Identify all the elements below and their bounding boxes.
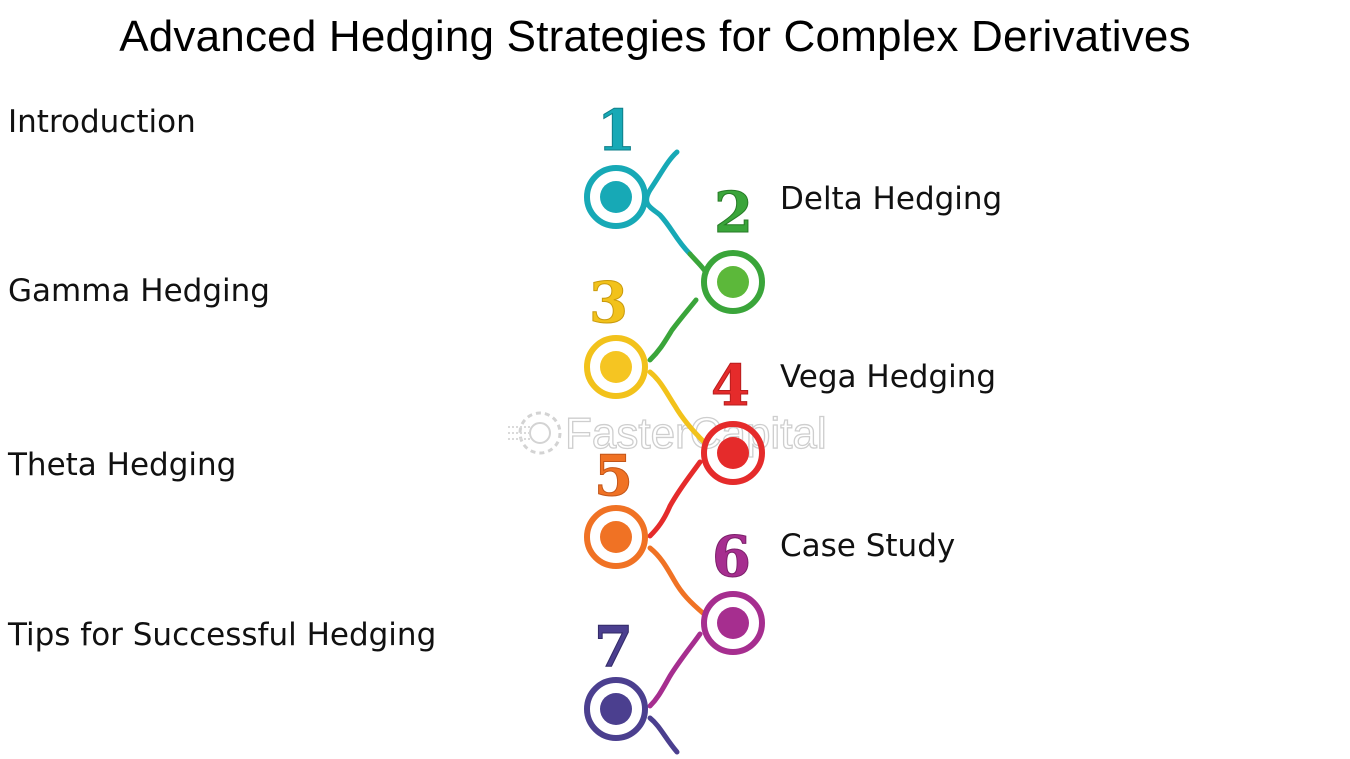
connector-2-3	[647, 297, 699, 363]
connector-6-7	[647, 631, 703, 709]
step-label-vega-hedging: Vega Hedging	[780, 359, 997, 395]
watermark: FasterCapital	[508, 408, 827, 459]
connector-4-5	[647, 459, 703, 539]
step-label-case-study: Case Study	[780, 528, 956, 564]
step-label-theta-hedging: Theta Hedging	[8, 447, 237, 483]
step-number-2: 2	[714, 180, 753, 246]
step-node-5: 5	[584, 443, 648, 569]
step-label-delta-hedging: Delta Hedging	[780, 181, 1003, 217]
connector-3-4	[647, 369, 707, 445]
step-number-1: 1	[597, 98, 636, 164]
step-node-2: 2	[701, 180, 765, 314]
step-number-3: 3	[589, 270, 628, 336]
step-number-6: 6	[712, 524, 751, 590]
gear-logo-icon	[508, 411, 562, 455]
step-node-7: 7	[584, 614, 648, 741]
page-title: Advanced Hedging Strategies for Complex …	[119, 12, 1191, 61]
step-number-5: 5	[594, 443, 633, 509]
step-node-4: 4	[701, 353, 765, 485]
connector-5-6	[647, 545, 707, 617]
step-number-4: 4	[711, 353, 750, 419]
step-label-tips: Tips for Successful Hedging	[8, 617, 437, 653]
step-label-gamma-hedging: Gamma Hedging	[8, 273, 270, 309]
step-label-introduction: Introduction	[8, 104, 196, 140]
connectors	[644, 149, 709, 755]
step-node-1: 1	[584, 98, 648, 229]
step-node-3: 3	[584, 270, 648, 399]
step-number-7: 7	[594, 614, 633, 680]
step-node-6: 6	[701, 524, 765, 655]
connector-7-end	[647, 715, 680, 755]
connector-1-2	[644, 149, 693, 257]
